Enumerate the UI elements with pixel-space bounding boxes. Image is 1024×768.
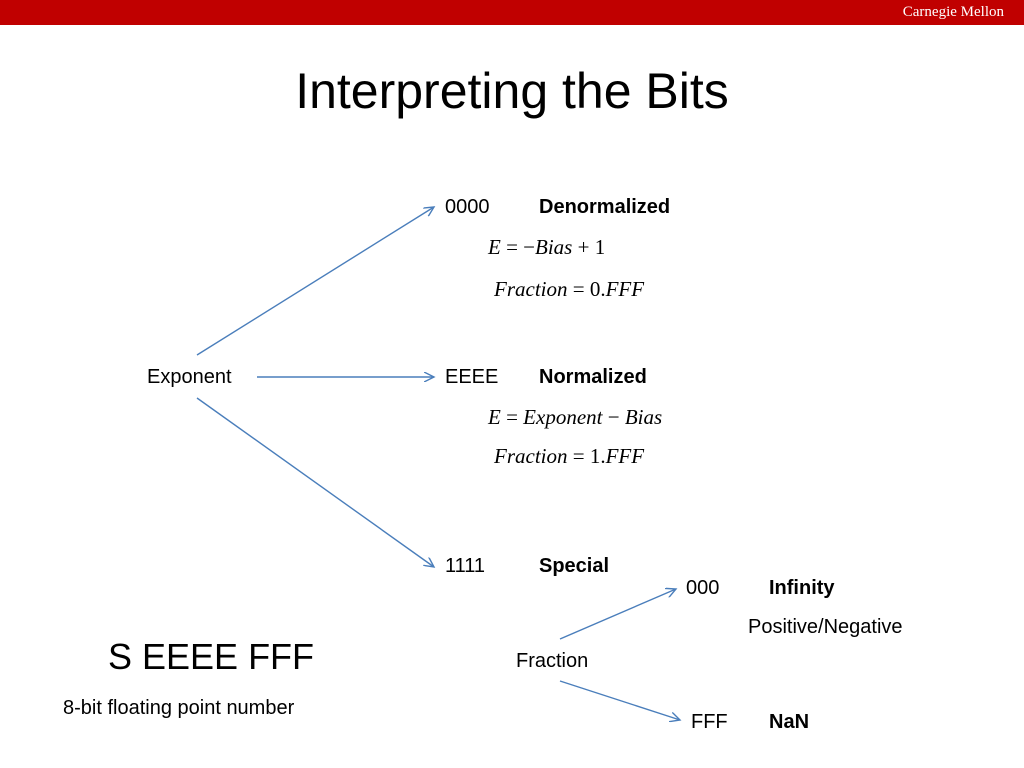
denormalized-exponent-formula: E = −Bias + 1 <box>488 235 606 259</box>
nan-label: NaN <box>769 711 810 733</box>
bit-format-caption: 8-bit floating point number <box>63 697 295 719</box>
exponent-label: Exponent <box>147 366 232 388</box>
slide-title: Interpreting the Bits <box>295 63 729 119</box>
fraction-label: Fraction <box>516 650 589 672</box>
infinity-label: Infinity <box>769 577 835 599</box>
normalized-exponent-formula: E = Exponent − Bias <box>488 405 663 429</box>
special-label: Special <box>539 555 610 577</box>
special-bits: 1111 <box>445 555 486 577</box>
header-bar: Carnegie Mellon <box>0 0 1024 25</box>
infinity-bits: 000 <box>686 577 720 599</box>
infinity-note: Positive/Negative <box>748 616 903 638</box>
denormalized-label: Denormalized <box>539 196 671 218</box>
nan-bits: FFF <box>691 711 728 733</box>
arrow-fraction-to-nan <box>559 680 680 720</box>
bit-format-pattern: S EEEE FFF <box>108 636 315 677</box>
arrow-fraction-to-infinity <box>559 589 676 640</box>
brand-name: Carnegie Mellon <box>902 4 1004 20</box>
normalized-bits: EEEE <box>445 366 499 388</box>
denormalized-fraction-formula: Fraction = 0.FFF <box>494 277 645 301</box>
arrow-exponent-to-denormalized <box>196 207 434 356</box>
arrow-exponent-to-special <box>196 397 434 567</box>
denormalized-bits: 0000 <box>445 196 490 218</box>
normalized-label: Normalized <box>539 366 647 388</box>
normalized-fraction-formula: Fraction = 1.FFF <box>494 444 645 468</box>
